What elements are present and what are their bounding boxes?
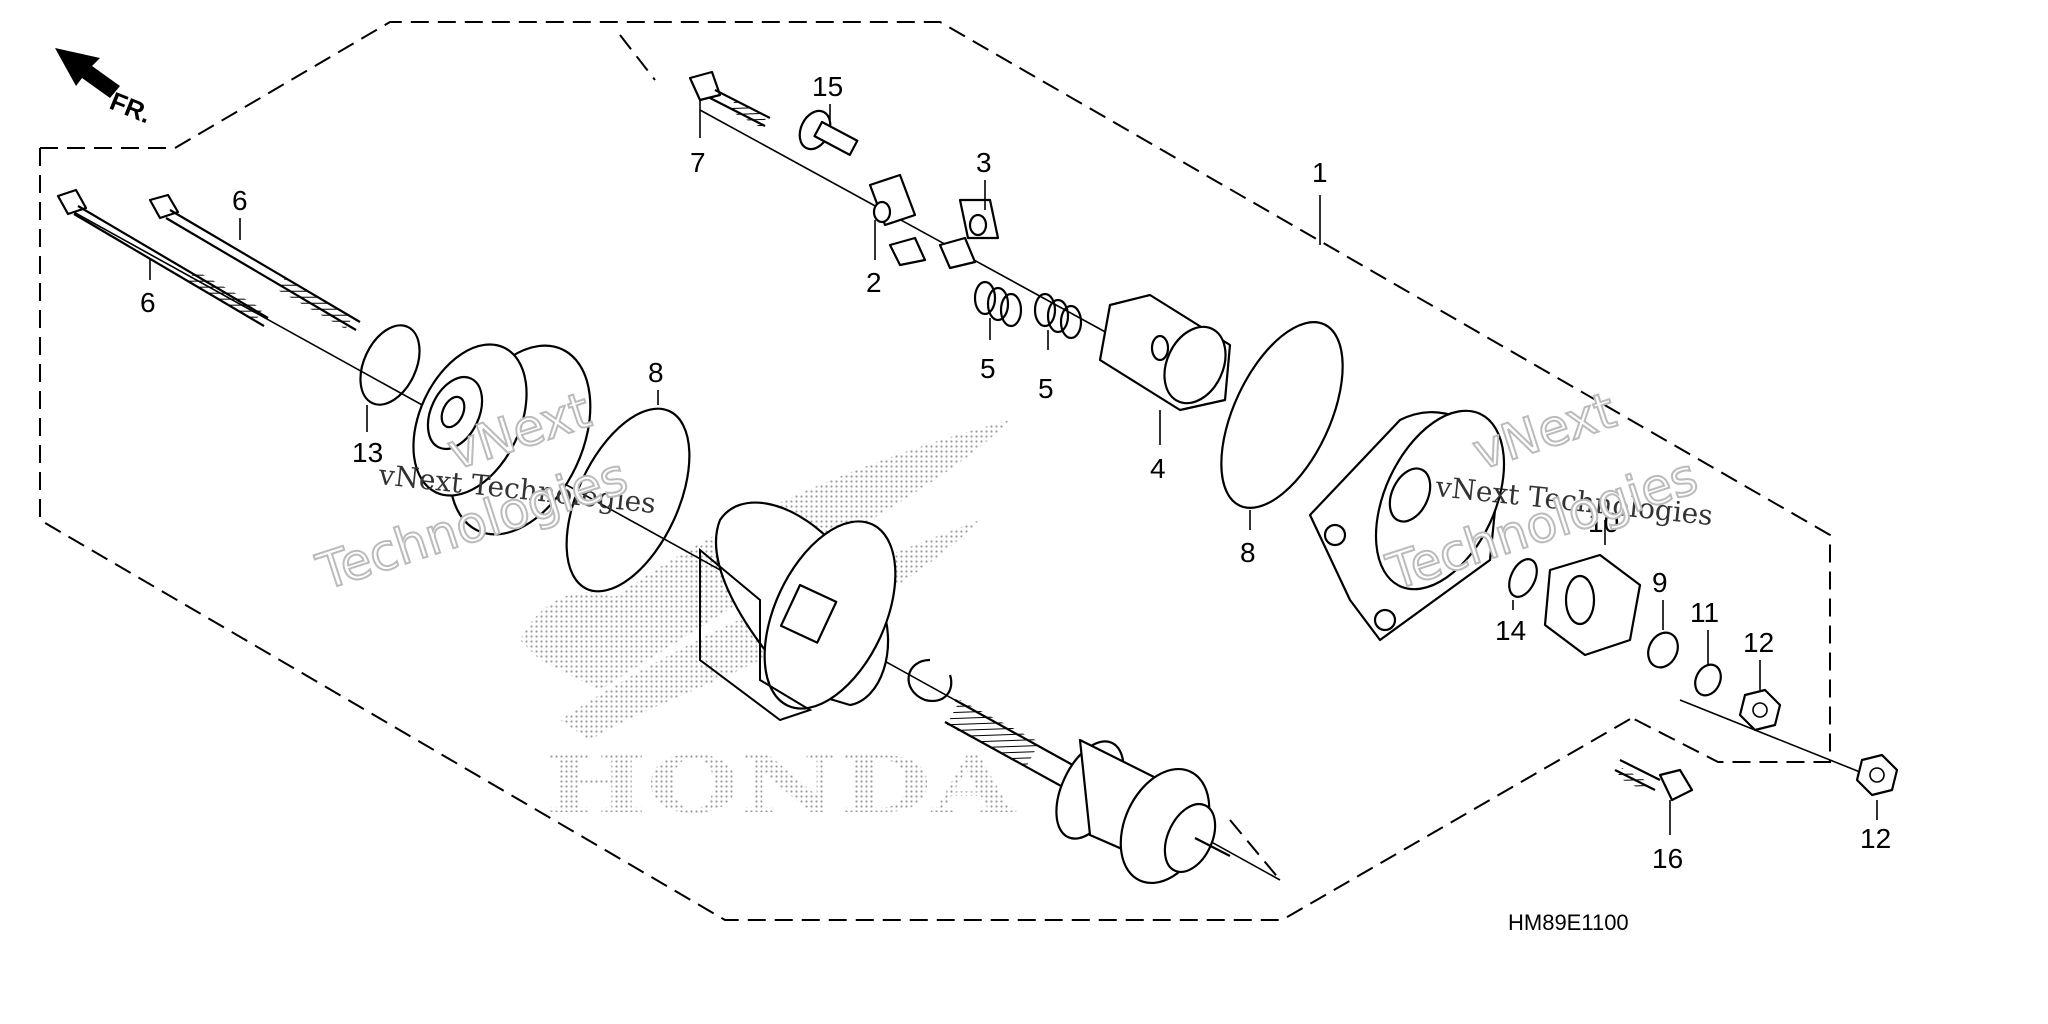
callout-8b: 8 <box>1240 537 1256 568</box>
callout-11: 11 <box>1690 597 1719 628</box>
callout-9: 9 <box>1652 567 1668 598</box>
brush-holder-assembly <box>1098 293 1232 412</box>
front-direction-arrow-icon: FR. <box>55 48 156 129</box>
leader-lines <box>149 100 1878 835</box>
diagram-code: HM89E1100 <box>1508 910 1629 935</box>
callout-5b: 5 <box>1038 373 1054 404</box>
washer-11 <box>1694 663 1722 697</box>
callout-15: 15 <box>812 71 843 102</box>
callout-10: 10 <box>1588 507 1619 538</box>
brush-spring-left <box>973 280 1023 328</box>
brush-spring-right <box>1033 292 1083 340</box>
washer-14 <box>1508 558 1538 598</box>
bolt-axis <box>1679 699 1881 781</box>
callout-7: 7 <box>690 147 706 178</box>
callout-6b: 6 <box>140 287 156 318</box>
callout-12b: 12 <box>1860 823 1891 854</box>
callout-8a: 8 <box>648 357 664 388</box>
nut-12-outer <box>1855 753 1899 797</box>
callout-13: 13 <box>352 437 383 468</box>
through-bolt-lower <box>56 188 269 327</box>
o-ring-front <box>565 407 691 593</box>
o-ring-rear <box>1220 321 1344 509</box>
brush <box>958 198 1000 240</box>
brush-axis <box>699 109 1121 341</box>
callout-6a: 6 <box>232 185 248 216</box>
bushing <box>1543 553 1642 657</box>
washer-9 <box>1647 631 1679 669</box>
callout-14: 14 <box>1495 615 1526 646</box>
callout-16: 16 <box>1652 843 1683 874</box>
callout-5a: 5 <box>980 353 996 384</box>
assembly-outline <box>39 21 1831 921</box>
mounting-bolt <box>1614 759 1694 802</box>
callout-2: 2 <box>866 267 882 298</box>
snap-ring <box>907 658 953 703</box>
callout-12a: 12 <box>1743 627 1774 658</box>
o-ring-small <box>359 324 421 406</box>
callout-numbers: 1 2 3 4 5 5 6 6 7 8 8 9 10 11 12 12 13 1… <box>140 71 1891 874</box>
callout-1: 1 <box>1312 157 1328 188</box>
rear-cover <box>1308 409 1506 642</box>
callout-4: 4 <box>1150 453 1166 484</box>
callout-3: 3 <box>976 147 992 178</box>
honda-logo-text: HONDA <box>545 740 1017 831</box>
motor-case <box>699 501 897 722</box>
brush-holder <box>868 173 977 270</box>
through-bolt-upper <box>148 193 361 331</box>
front-cover <box>412 343 592 536</box>
terminal-bolt <box>688 70 771 128</box>
armature <box>944 699 1231 885</box>
watermarks: vNext Technologies vNext Technologies vN… <box>309 380 1715 603</box>
terminal-nut <box>798 109 859 157</box>
watermark-outline-right-1: vNext <box>1466 381 1623 481</box>
nut-12-inner <box>1738 688 1782 732</box>
